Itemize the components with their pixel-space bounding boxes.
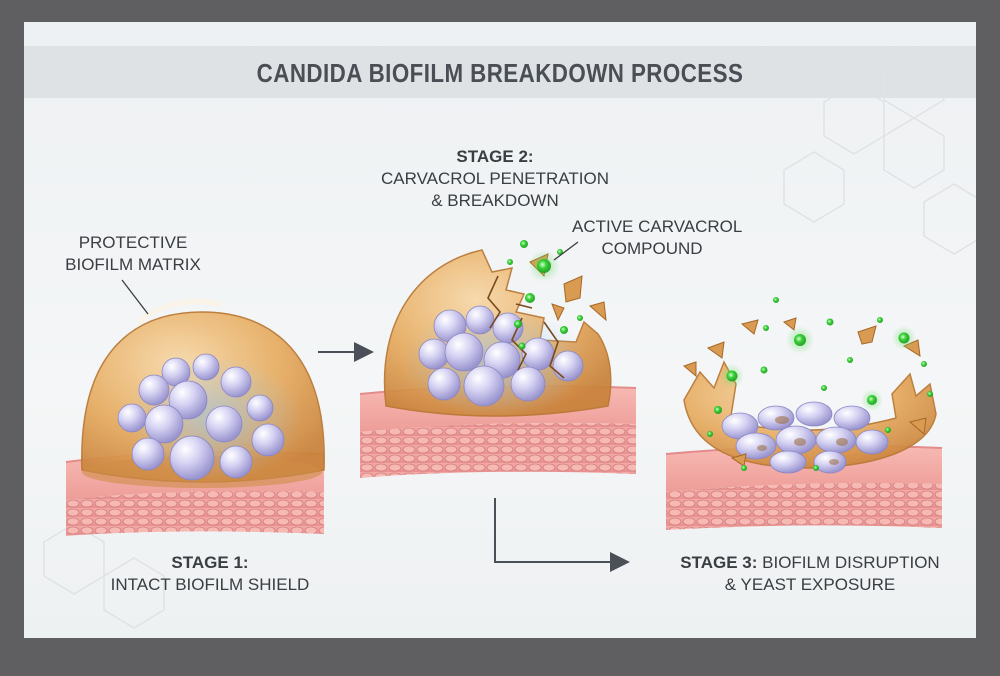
stage1-label: STAGE 1: INTACT BIOFILM SHIELD bbox=[90, 552, 330, 596]
stage1-heading: STAGE 1: bbox=[171, 553, 249, 572]
active-compound-label: ACTIVE CARVACROL COMPOUND bbox=[572, 216, 743, 260]
stage2-heading: STAGE 2: bbox=[456, 147, 534, 166]
active-compound-line2: COMPOUND bbox=[601, 239, 703, 258]
stage3-line1: BIOFILM DISRUPTION bbox=[762, 553, 940, 572]
stage3-yeast-damage-spots bbox=[757, 416, 848, 465]
title-band bbox=[24, 46, 976, 98]
hexagon-pattern bbox=[43, 47, 976, 629]
stage3-line2: & YEAST EXPOSURE bbox=[724, 575, 896, 594]
stage2-carvacrol-particles bbox=[507, 240, 583, 350]
stage2-illustration bbox=[359, 240, 637, 478]
diagram-title: CANDIDA BIOFILM BREAKDOWN PROCESS bbox=[256, 58, 744, 88]
active-compound-line1: ACTIVE CARVACROL bbox=[572, 217, 743, 236]
protective-matrix-leader-line bbox=[121, 279, 149, 315]
active-compound-leader-line bbox=[553, 241, 579, 261]
stage1-line1: INTACT BIOFILM SHIELD bbox=[110, 575, 310, 594]
diagram-illustration bbox=[43, 47, 976, 629]
stage2-yeast-cluster bbox=[418, 305, 584, 407]
stage3-exposed-yeast bbox=[721, 401, 889, 474]
arrow-stage2-to-stage3 bbox=[494, 498, 630, 572]
stage3-illustration bbox=[665, 297, 943, 530]
stage1-illustration bbox=[65, 279, 325, 536]
stage2-line1: CARVACROL PENETRATION bbox=[381, 169, 609, 188]
stage2-label: STAGE 2: CARVACROL PENETRATION & BREAKDO… bbox=[370, 146, 620, 212]
stage2-line2: & BREAKDOWN bbox=[431, 191, 559, 210]
diagram-card: CANDIDA BIOFILM BREAKDOWN PROCESS bbox=[24, 22, 976, 638]
stage3-carvacrol-particles bbox=[707, 297, 933, 471]
protective-matrix-line1: PROTECTIVE bbox=[78, 233, 188, 252]
stage3-heading: STAGE 3: bbox=[680, 553, 758, 572]
protective-matrix-line2: BIOFILM MATRIX bbox=[65, 255, 201, 274]
protective-matrix-label: PROTECTIVE BIOFILM MATRIX bbox=[58, 232, 208, 276]
stage3-label: STAGE 3: BIOFILM DISRUPTION & YEAST EXPO… bbox=[660, 552, 960, 596]
stage1-yeast-cluster bbox=[117, 353, 285, 481]
